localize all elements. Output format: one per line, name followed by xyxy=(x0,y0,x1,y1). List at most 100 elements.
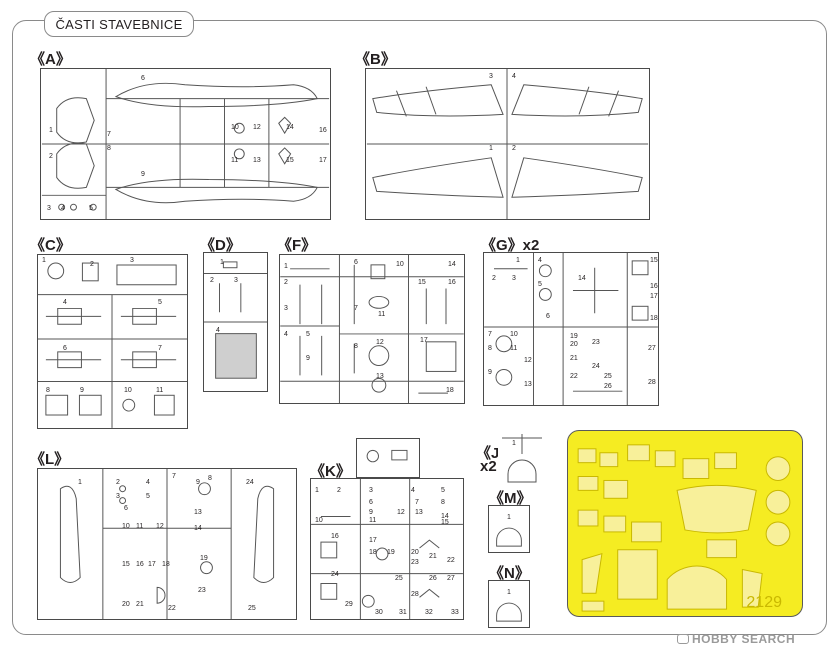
part-number: 25 xyxy=(604,373,612,380)
part-number: 9 xyxy=(196,479,200,486)
part-number: 20 xyxy=(570,341,578,348)
part-number: 7 xyxy=(354,305,358,312)
part-number: 6 xyxy=(369,499,373,506)
part-number: 18 xyxy=(162,561,170,568)
part-number: 3 xyxy=(130,257,134,264)
part-number: 2 xyxy=(284,279,288,286)
part-number: 7 xyxy=(172,473,176,480)
part-number: 21 xyxy=(570,355,578,362)
part-number: 16 xyxy=(319,127,327,134)
canopy-n-icon xyxy=(496,602,522,622)
sprue-m-label: 《M》 xyxy=(489,490,532,507)
part-number: 1 xyxy=(42,257,46,264)
part-number: 5 xyxy=(306,331,310,338)
part-number: 11 xyxy=(231,157,239,164)
part-number: 15 xyxy=(286,157,294,164)
part-number: 17 xyxy=(420,337,428,344)
part-number: 17 xyxy=(319,157,327,164)
part-number: 1 xyxy=(512,440,516,447)
part-number: 5 xyxy=(146,493,150,500)
part-number: 3 xyxy=(489,73,493,80)
part-number: 6 xyxy=(546,313,550,320)
sprue-d-label: 《D》 xyxy=(200,237,241,254)
part-number: 11 xyxy=(510,345,518,352)
part-number: 15 xyxy=(418,279,426,286)
part-number: 15 xyxy=(122,561,130,568)
sprue-b-label: 《B》 xyxy=(355,51,396,68)
part-number: 2 xyxy=(116,479,120,486)
part-number: 14 xyxy=(441,513,449,520)
part-number: 1 xyxy=(78,479,82,486)
hobby-search-logo-icon xyxy=(677,634,689,644)
part-number: 16 xyxy=(650,283,658,290)
part-number: 3 xyxy=(47,205,51,212)
part-number: 33 xyxy=(451,609,459,616)
part-number: 7 xyxy=(158,345,162,352)
part-number: 8 xyxy=(488,345,492,352)
part-number: 10 xyxy=(122,523,130,530)
part-number: 16 xyxy=(331,533,339,540)
sprue-l-drawing xyxy=(59,469,275,619)
part-number: 4 xyxy=(146,479,150,486)
part-number: 13 xyxy=(194,509,202,516)
sprue-b-drawing xyxy=(366,69,649,219)
page-title: ČASTI STAVEBNICE xyxy=(44,11,194,37)
part-number: 22 xyxy=(570,373,578,380)
sprue-n-label: 《N》 xyxy=(489,565,530,582)
part-number: 17 xyxy=(148,561,156,568)
part-number: 13 xyxy=(415,509,423,516)
sprue-f-label: 《F》 xyxy=(277,237,317,254)
part-number: 15 xyxy=(441,519,449,526)
part-number: 28 xyxy=(411,591,419,598)
part-number: 3 xyxy=(116,493,120,500)
part-number: 12 xyxy=(524,357,532,364)
part-number: 21 xyxy=(136,601,144,608)
sprue-a-label: 《A》 xyxy=(30,51,71,68)
part-number: 18 xyxy=(369,549,377,556)
part-number: 5 xyxy=(441,487,445,494)
sprue-f-drawing xyxy=(280,255,464,403)
part-number: 25 xyxy=(248,605,256,612)
part-number: 29 xyxy=(345,601,353,608)
part-number: 23 xyxy=(592,339,600,346)
sprue-j: 1 xyxy=(498,434,546,488)
part-number: 26 xyxy=(429,575,437,582)
part-number: 19 xyxy=(387,549,395,556)
part-number: 8 xyxy=(46,387,50,394)
part-number: 11 xyxy=(378,311,386,318)
part-number: 24 xyxy=(592,363,600,370)
page-frame xyxy=(12,20,827,635)
part-number: 4 xyxy=(512,73,516,80)
part-number: 7 xyxy=(415,499,419,506)
part-number: 4 xyxy=(538,257,542,264)
part-number: 24 xyxy=(246,479,254,486)
part-number: 11 xyxy=(136,523,144,530)
part-number: 24 xyxy=(331,571,339,578)
part-number: 4 xyxy=(284,331,288,338)
part-number: 2 xyxy=(337,487,341,494)
part-number: 19 xyxy=(570,333,578,340)
part-number: 27 xyxy=(648,345,656,352)
part-number: 2 xyxy=(512,145,516,152)
canopy-icon xyxy=(502,434,542,483)
photo-etch-code: 2129 xyxy=(746,594,782,611)
part-number: 30 xyxy=(375,609,383,616)
part-number: 18 xyxy=(446,387,454,394)
part-number: 10 xyxy=(315,517,323,524)
part-number: 9 xyxy=(80,387,84,394)
part-number: 10 xyxy=(510,331,518,338)
part-number: 23 xyxy=(198,587,206,594)
sprue-d-drawing xyxy=(204,261,267,379)
part-number: 6 xyxy=(63,345,67,352)
sprue-a-drawing xyxy=(41,69,330,219)
part-number: 5 xyxy=(538,281,542,288)
part-number: 15 xyxy=(650,257,658,264)
sprue-m: 1 xyxy=(488,505,530,553)
part-number: 2 xyxy=(90,261,94,268)
part-number: 8 xyxy=(208,475,212,482)
part-number: 12 xyxy=(376,339,384,346)
